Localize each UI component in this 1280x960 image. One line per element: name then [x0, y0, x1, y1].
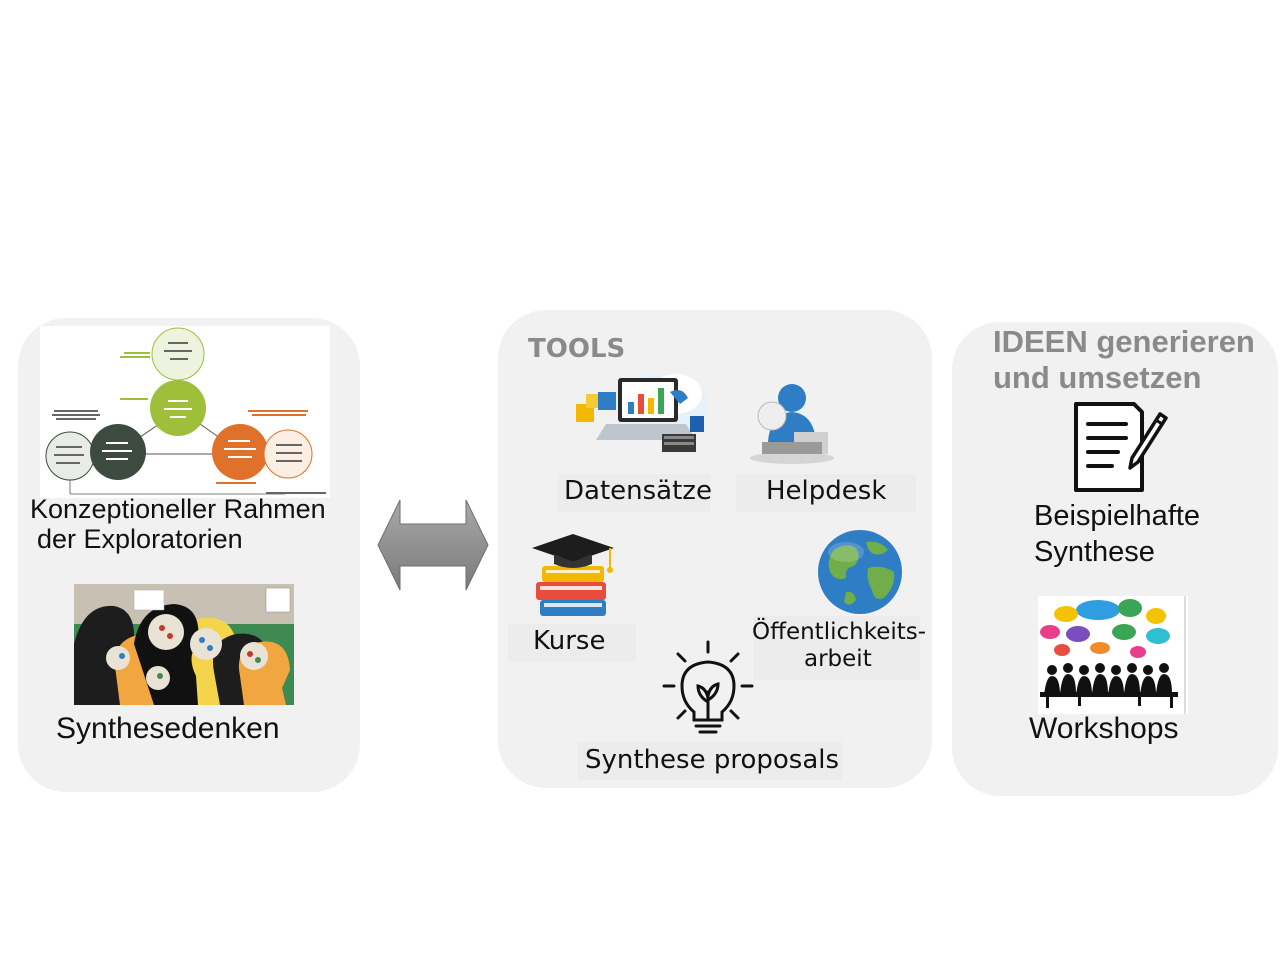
proposals-chip	[578, 742, 842, 780]
workshops-label: Workshops	[1029, 712, 1179, 745]
outreach-label-line1: Öffentlichkeits-	[752, 619, 927, 645]
ideas-panel	[952, 322, 1278, 796]
example-synthesis-line1: Beispielhafte	[1034, 500, 1201, 532]
framework-label-line2: der Exploratorien	[37, 524, 243, 554]
datasets-icon	[576, 374, 708, 452]
synthesis-label: Synthesedenken	[56, 712, 280, 745]
globe-icon	[818, 530, 902, 614]
framework-diagram-thumbnail	[40, 326, 330, 498]
double-arrow-icon	[377, 499, 489, 591]
tools-title: TOOLS	[528, 334, 626, 364]
example-synthesis-line2: Synthese	[1034, 536, 1155, 568]
datasets-label: Datensätze	[564, 476, 712, 506]
workshops-illustration	[1038, 596, 1188, 714]
courses-chip	[508, 624, 636, 662]
outreach-label-line2: arbeit	[804, 646, 872, 672]
framework-label-line1: Konzeptioneller Rahmen	[30, 494, 326, 524]
courses-icon	[532, 534, 614, 616]
synthesis-thinking-illustration	[74, 584, 294, 705]
helpdesk-label: Helpdesk	[766, 476, 887, 506]
lightbulb-icon	[662, 640, 754, 734]
courses-label: Kurse	[533, 626, 606, 656]
proposals-label: Synthese proposals	[585, 745, 840, 775]
outreach-chip	[754, 616, 920, 680]
datasets-chip	[558, 474, 710, 512]
document-pen-icon	[1074, 402, 1168, 492]
helpdesk-chip	[736, 474, 916, 512]
helpdesk-icon	[750, 384, 834, 464]
ideas-title-line2: und umsetzen	[993, 360, 1202, 395]
ideas-title-line1: IDEEN generieren	[993, 324, 1255, 359]
